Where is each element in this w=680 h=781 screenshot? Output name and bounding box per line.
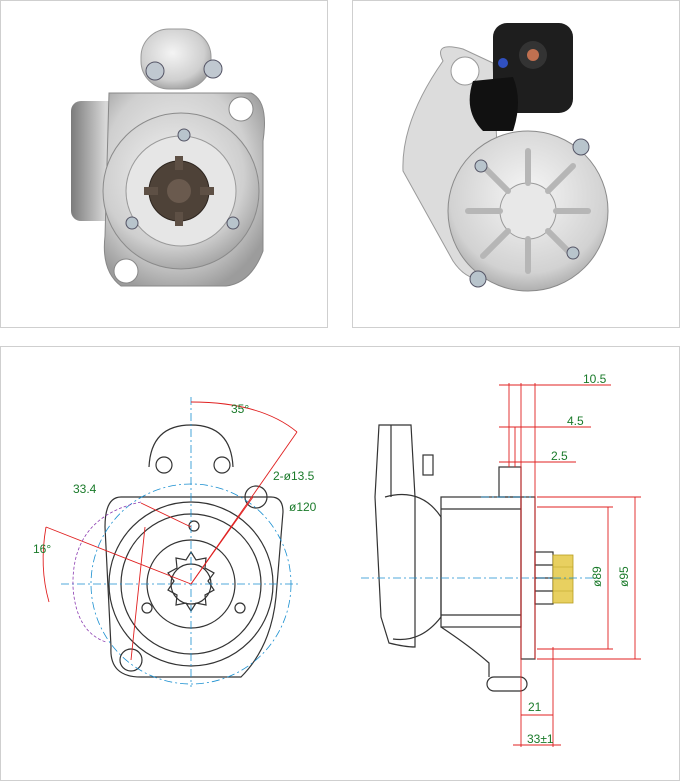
starter-motor-rear-photo-icon <box>402 23 609 292</box>
technical-drawing: 35° 2-ø13.5 ø120 33.4 16° <box>0 346 680 781</box>
dim-4-5-label: 4.5 <box>567 414 584 428</box>
starter-dimension-drawing: 35° 2-ø13.5 ø120 33.4 16° <box>33 372 641 747</box>
starter-rear-photo <box>352 0 680 328</box>
starter-front-photo <box>0 0 328 328</box>
pilot-diameter-label: ø89 <box>590 566 604 587</box>
angle-33-4-label: 33.4 <box>73 482 97 496</box>
angle-16-label: 16° <box>33 542 51 556</box>
bolt-circle-label: ø120 <box>289 500 317 514</box>
starter-motor-front-photo-icon <box>71 28 265 287</box>
dim-2-5-label: 2.5 <box>551 449 568 463</box>
dim-10-5-label: 10.5 <box>583 372 607 386</box>
bolt-holes-label: 2-ø13.5 <box>273 469 315 483</box>
dim-21-label: 21 <box>528 700 542 714</box>
dim-33-label: 33±1 <box>527 732 554 746</box>
angle-35-label: 35° <box>231 402 249 416</box>
flange-diameter-label: ø95 <box>617 566 631 587</box>
